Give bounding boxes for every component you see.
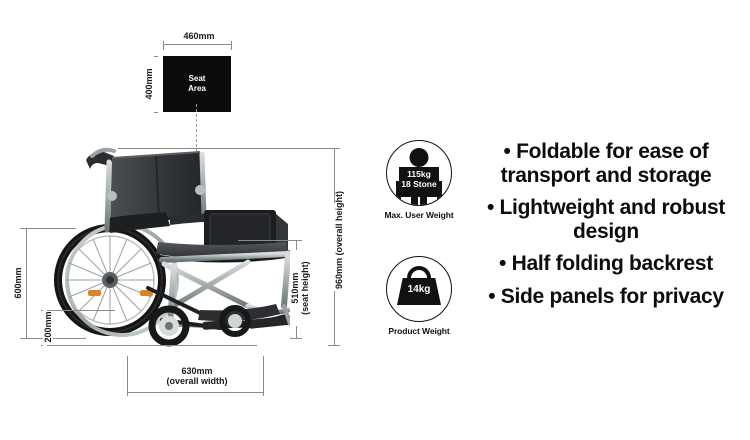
person-weight-icon: 115kg 18 Stone: [386, 140, 452, 206]
rear-wheel-ext-top: [26, 228, 76, 229]
seat-depth-label: 400mm: [143, 52, 155, 117]
seat-area-label-line1: Seat: [188, 74, 206, 83]
overall-height-label: 960mm (overall height): [333, 191, 345, 292]
footrest: [198, 304, 295, 330]
overall-width-label: 630mm (overall width): [135, 366, 259, 387]
seat-area-label-line2: Area: [188, 84, 206, 93]
rear-wheel-height-dimension-line: [26, 228, 27, 338]
overall-width-ext-left: [127, 356, 128, 396]
castor-ext-bottom: [47, 345, 257, 346]
weight-block-shape: [397, 278, 441, 305]
seat-height-ext-top: [238, 240, 296, 241]
seat-height-right-label: 510mm (seat height): [289, 250, 311, 327]
seat-width-label: 460mm: [163, 31, 235, 42]
seat-height-value: 510mm: [289, 272, 300, 304]
castor-ext-top: [47, 310, 115, 311]
feature-list: • Foldable for ease of transport and sto…: [462, 140, 750, 317]
weight-block-icon: 14kg: [386, 256, 452, 322]
rear-wheel: [54, 223, 179, 337]
product-weight-badge: 14kg Product Weight: [383, 256, 455, 336]
person-leg-left-shape: [411, 195, 418, 205]
person-torso-shape: [399, 167, 439, 197]
overall-height-tick-top: [328, 148, 340, 149]
feature-item-1: • Foldable for ease of transport and sto…: [500, 140, 712, 187]
feature-item-4: • Side panels for privacy: [488, 284, 724, 308]
overall-width-ext-right: [263, 356, 264, 396]
overall-height-tick-bottom: [328, 345, 340, 346]
product-weight-caption: Product Weight: [388, 326, 450, 336]
seat-height-right-tick-bottom: [290, 338, 302, 339]
overall-height-note: (overall height): [333, 190, 344, 256]
feature-item-2: • Lightweight and robust design: [486, 196, 726, 243]
product-weight-value: 14kg: [407, 284, 431, 295]
overall-width-note: (overall width): [166, 376, 228, 387]
overall-width-dimension-line: [127, 392, 263, 393]
person-arm-right-shape: [437, 181, 442, 203]
seat-width-tick-left: [163, 38, 164, 50]
person-arm-left-shape: [396, 181, 401, 203]
seat-width-dimension-line: [163, 44, 231, 45]
person-leg-right-shape: [420, 195, 427, 205]
front-castor-wheel: [148, 305, 251, 347]
seat-height-right-tick-top: [290, 240, 302, 241]
max-user-weight-kg: 115kg: [407, 169, 431, 179]
overall-height-ext-top: [118, 148, 334, 149]
wheelchair-illustration: [52, 138, 308, 353]
seat-area-box: Seat Area: [163, 56, 231, 112]
person-head-shape: [409, 148, 429, 167]
overall-width-value: 630mm: [181, 366, 213, 376]
overall-height-value: 960mm: [333, 258, 344, 290]
max-user-weight-value: 115kg 18 Stone: [387, 169, 451, 190]
castor-height-label: 200mm: [42, 295, 54, 360]
seat-height-note: (seat height): [300, 261, 310, 315]
rear-wheel-ext-bottom: [26, 338, 86, 339]
rear-wheel-height-label: 600mm: [12, 251, 24, 316]
max-user-weight-caption: Max. User Weight: [384, 210, 454, 220]
seat-width-tick-right: [231, 38, 232, 50]
max-user-weight-stone: 18 Stone: [401, 178, 437, 189]
feature-item-3: • Half folding backrest: [499, 252, 713, 276]
backrest: [86, 147, 207, 233]
max-user-weight-badge: 115kg 18 Stone Max. User Weight: [383, 140, 455, 220]
